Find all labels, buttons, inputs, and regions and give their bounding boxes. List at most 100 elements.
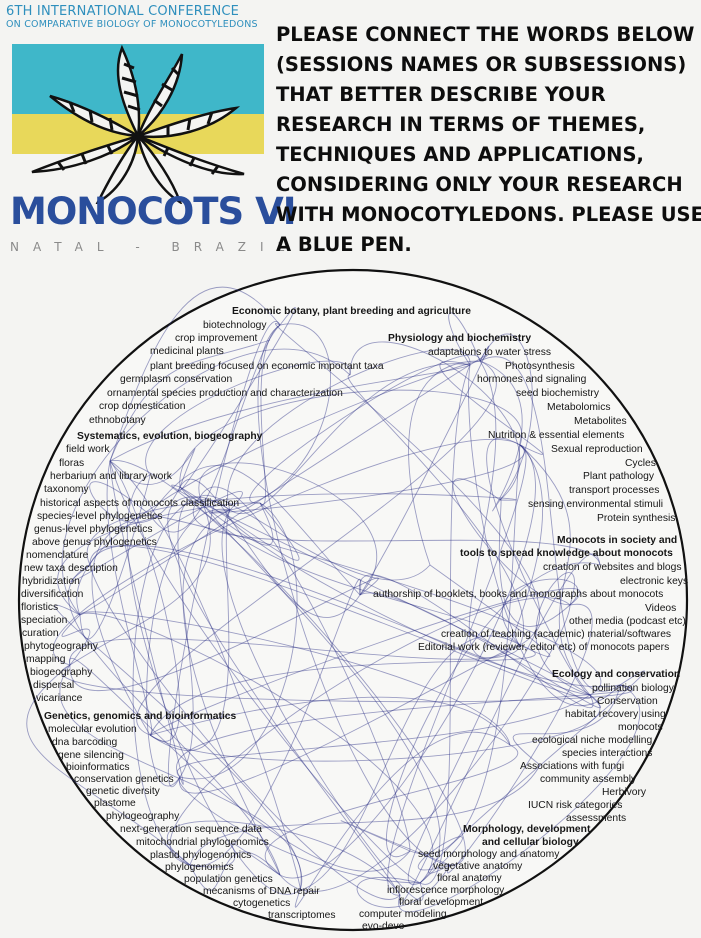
topic-herbarium-library-work[interactable]: herbarium and library work (50, 471, 172, 482)
topic-editorial-work[interactable]: Editorial work (reviewer, editor etc) of… (418, 642, 670, 653)
session-header-society-line2: tools to spread knowledge about monocots (460, 548, 673, 559)
pen-connection-line (109, 448, 196, 488)
topic-molecular-evolution[interactable]: molecular evolution (48, 724, 137, 735)
topic-speciation[interactable]: speciation (21, 615, 68, 626)
topic-pollination-biology[interactable]: pollination biology (592, 683, 674, 694)
topic-nomenclature[interactable]: nomenclature (26, 550, 89, 561)
instruction-line: A BLUE PEN. (276, 233, 412, 256)
topic-germplasm-conservation[interactable]: germplasm conservation (120, 374, 233, 385)
topic-other-media[interactable]: other media (podcast etc) (569, 616, 686, 627)
pen-connection-line (208, 444, 525, 514)
topic-conservation-genetics[interactable]: conservation genetics (74, 774, 174, 785)
topic-taxonomy[interactable]: taxonomy (44, 484, 89, 495)
topic-associations-fungi[interactable]: Associations with fungi (520, 761, 625, 772)
topic-seed-morphology[interactable]: seed morphology and anatomy (418, 849, 560, 860)
topic-species-interactions[interactable]: species interactions (562, 748, 653, 759)
topic-medicinal-plants[interactable]: medicinal plants (150, 346, 224, 357)
pen-connection-line (257, 324, 451, 866)
topic-dispersal[interactable]: dispersal (33, 680, 75, 691)
topic-floral-development[interactable]: floral development (399, 897, 484, 908)
topic-ornamental-species[interactable]: ornamental species production and charac… (107, 388, 343, 399)
topic-electronic-keys[interactable]: electronic keys (620, 576, 689, 587)
topic-floras[interactable]: floras (59, 458, 85, 469)
topic-plastome[interactable]: plastome (94, 798, 136, 809)
topic-iucn-assessments[interactable]: assessments (566, 813, 627, 824)
topic-crop-domestication[interactable]: crop domestication (99, 401, 186, 412)
session-header-economic-botany: Economic botany, plant breeding and agri… (232, 306, 471, 317)
topic-habitat-recovery-monocots[interactable]: monocots (618, 722, 663, 733)
topic-sexual-reproduction[interactable]: Sexual reproduction (551, 444, 643, 455)
topic-adaptations-water-stress[interactable]: adaptations to water stress (428, 347, 552, 358)
topic-plant-pathology[interactable]: Plant pathology (583, 471, 654, 482)
topic-genus-level-phylogenetics[interactable]: genus-level phylogenetics (34, 524, 153, 535)
topic-gene-silencing[interactable]: gene silencing (58, 750, 124, 761)
pen-connection-line (359, 574, 594, 709)
topic-genetic-diversity[interactable]: genetic diversity (86, 786, 160, 797)
topic-above-genus-phylogenetics[interactable]: above genus phylogenetics (32, 537, 157, 548)
topic-photosynthesis[interactable]: Photosynthesis (505, 361, 575, 372)
topic-habitat-recovery[interactable]: habitat recovery using (565, 709, 666, 720)
conference-location: NATAL - BRAZIL (10, 240, 299, 254)
pen-connection-line (171, 484, 591, 696)
topic-next-generation-sequence[interactable]: next-generation sequence data (120, 824, 262, 835)
monocots-logo-title: MONOCOTS VI (10, 190, 296, 233)
topic-vicariance[interactable]: vicariance (36, 693, 83, 704)
topic-community-assembly[interactable]: community assembly (540, 774, 637, 785)
topic-bioinformatics[interactable]: bioinformatics (66, 762, 130, 773)
topic-cycles[interactable]: Cycles (625, 458, 656, 469)
pen-connection-line (169, 597, 571, 866)
topic-floristics[interactable]: floristics (21, 602, 59, 613)
topic-computer-modeling[interactable]: computer modeling (359, 909, 447, 920)
topic-herbivory[interactable]: Herbivory (602, 787, 647, 798)
topic-iucn-risk[interactable]: IUCN risk categories (528, 800, 623, 811)
topic-plant-breeding[interactable]: plant breeding focused on economic impor… (150, 361, 384, 372)
pen-connection-line (57, 502, 261, 616)
topic-ecological-niche-modelling[interactable]: ecological niche modelling (532, 735, 653, 746)
pen-connection-line (498, 498, 571, 627)
topic-cytogenetics[interactable]: cytogenetics (233, 898, 291, 909)
topic-protein-synthesis[interactable]: Protein synthesis (597, 513, 676, 524)
topic-phylogeography[interactable]: phylogeography (106, 811, 180, 822)
topic-metabolites[interactable]: Metabolites (574, 416, 627, 427)
pen-connection-line (221, 509, 424, 901)
pen-connection-line (189, 842, 281, 876)
topic-plastid-phylogenomics[interactable]: plastid phylogenomics (150, 850, 252, 861)
topic-biotechnology[interactable]: biotechnology (203, 320, 267, 331)
topic-conservation[interactable]: Conservation (597, 696, 658, 707)
topic-transcriptomes[interactable]: transcriptomes (268, 910, 336, 921)
topic-hormones-signaling[interactable]: hormones and signaling (477, 374, 587, 385)
topic-historical-classification[interactable]: historical aspects of monocots classific… (40, 498, 240, 509)
topic-phylogenomics[interactable]: phylogenomics (165, 862, 234, 873)
topic-mapping[interactable]: mapping (26, 654, 66, 665)
pen-connection-line (59, 664, 302, 891)
topic-vegetative-anatomy[interactable]: vegetative anatomy (433, 861, 523, 872)
topic-websites-blogs[interactable]: creation of websites and blogs (543, 562, 682, 573)
topic-species-level-phylogenetics[interactable]: species-level phylogenetics (37, 511, 163, 522)
topic-mitochondrial-phylogenomics[interactable]: mitochondrial phylogenomics (136, 837, 269, 848)
topic-diversification[interactable]: diversification (21, 589, 84, 600)
pen-connection-line (178, 306, 296, 492)
topic-booklets-books-monographs[interactable]: authorship of booklets, books and monogr… (373, 589, 664, 600)
topic-curation[interactable]: curation (22, 628, 59, 639)
topic-seed-biochemistry[interactable]: seed biochemistry (516, 388, 599, 399)
topic-crop-improvement[interactable]: crop improvement (175, 333, 258, 344)
topic-inflorescence-morphology[interactable]: inflorescence morphology (387, 885, 505, 896)
instructions-block: PLEASE CONNECT THE WORDS BELOW (SESSIONS… (276, 20, 701, 260)
topic-phytogeography[interactable]: phytogeography (24, 641, 98, 652)
topic-dna-barcoding[interactable]: dna barcoding (52, 737, 118, 748)
topic-field-work[interactable]: field work (66, 444, 110, 455)
topic-metabolomics[interactable]: Metabolomics (547, 402, 611, 413)
topic-ethnobotany[interactable]: ethnobotany (89, 415, 146, 426)
topic-nutrition[interactable]: Nutrition & essential elements (488, 430, 625, 441)
topic-new-taxa-description[interactable]: new taxa description (24, 563, 118, 574)
topic-sensing-stimuli[interactable]: sensing environmental stimuli (528, 499, 664, 510)
topic-population-genetics[interactable]: population genetics (184, 874, 273, 885)
topic-dna-repair[interactable]: mecanisms of DNA repair (203, 886, 320, 897)
topic-videos[interactable]: Videos (645, 603, 677, 614)
topic-floral-anatomy[interactable]: floral anatomy (437, 873, 502, 884)
topic-biogeography[interactable]: biogeography (30, 667, 93, 678)
topic-evo-devo[interactable]: evo-devo (362, 921, 405, 932)
topic-transport-processes[interactable]: transport processes (569, 485, 660, 496)
topic-hybridization[interactable]: hybridization (22, 576, 80, 587)
topic-teaching-material[interactable]: creation of teaching (academic) material… (441, 629, 672, 640)
